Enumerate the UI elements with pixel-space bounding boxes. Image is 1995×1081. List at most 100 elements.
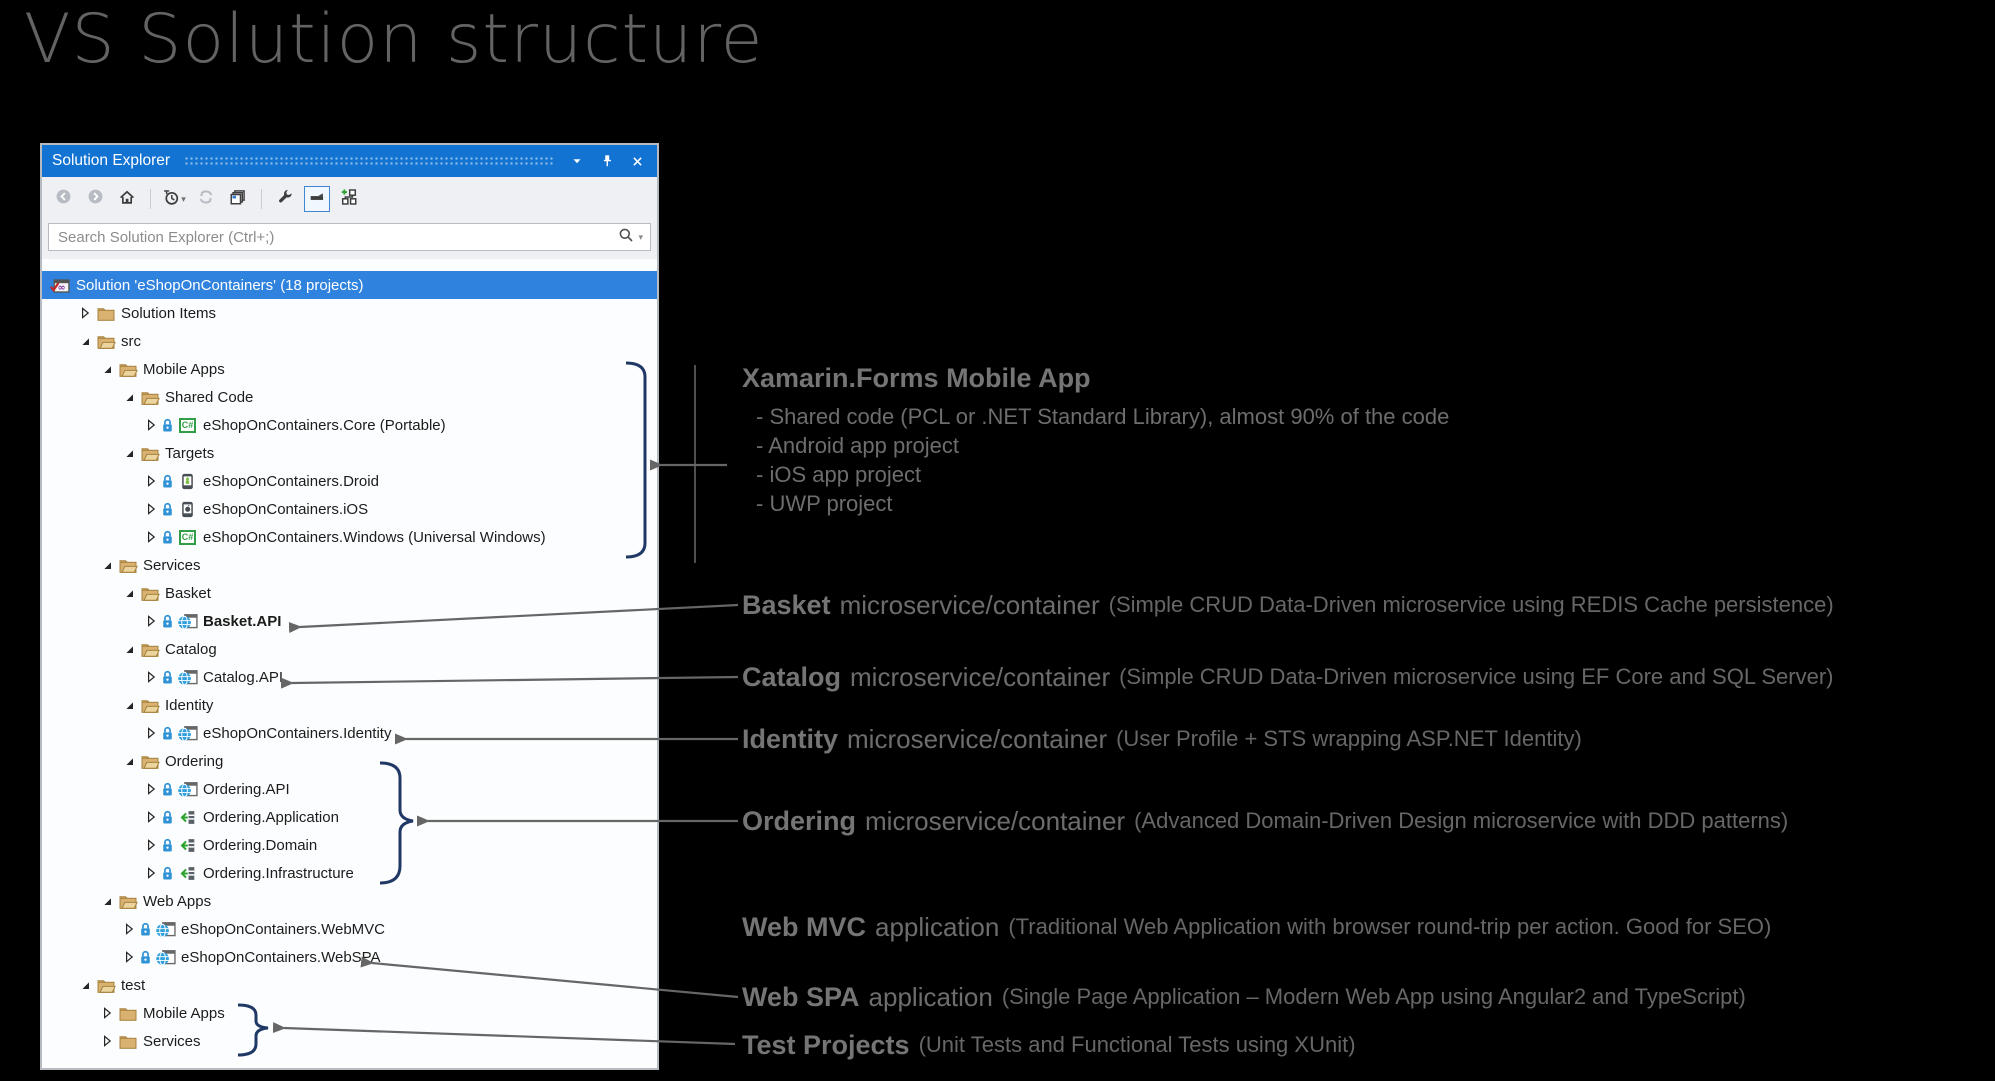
chevron-collapsed-icon[interactable] — [142, 613, 159, 629]
tree-item-catalog[interactable]: Catalog — [42, 635, 657, 663]
close-icon — [632, 156, 642, 166]
chevron-expanded-icon[interactable] — [120, 585, 137, 601]
tree-item-mobile-apps[interactable]: Mobile Apps — [42, 999, 657, 1027]
properties-button[interactable] — [272, 186, 298, 212]
web-icon — [175, 669, 200, 686]
callout-heading: Catalog — [742, 661, 842, 692]
lock-icon — [159, 614, 175, 629]
tree-item-test[interactable]: test — [42, 971, 657, 999]
tree-item-eshoponcontainers-droid[interactable]: eShopOnContainers.Droid — [42, 467, 657, 495]
home-button[interactable] — [114, 186, 140, 212]
callout-type: application — [875, 911, 1000, 942]
chevron-collapsed-icon[interactable] — [142, 781, 159, 797]
forward-button[interactable] — [82, 186, 108, 212]
chevron-expanded-icon[interactable] — [98, 557, 115, 573]
xamarin-bullet: - Android app project — [756, 433, 960, 458]
tree-item-services[interactable]: Services — [42, 551, 657, 579]
pending-changes-filter-button[interactable]: ▾ — [161, 186, 187, 212]
tree-item-ordering[interactable]: Ordering — [42, 747, 657, 775]
folder-open-icon — [115, 893, 140, 910]
tree-item-eshoponcontainers-webmvc[interactable]: eShopOnContainers.WebMVC — [42, 915, 657, 943]
chevron-collapsed-icon[interactable] — [142, 417, 159, 433]
solution-explorer-titlebar[interactable]: Solution Explorer — [42, 145, 657, 177]
tree-item-label: Catalog — [165, 640, 217, 658]
tree-item-web-apps[interactable]: Web Apps — [42, 887, 657, 915]
forward-icon — [87, 188, 104, 210]
folder-closed-icon — [93, 305, 118, 322]
sync-with-active-document-button[interactable] — [193, 186, 219, 212]
chevron-collapsed-icon[interactable] — [98, 1005, 115, 1021]
tree-item-ordering-application[interactable]: Ordering.Application — [42, 803, 657, 831]
window-position-button[interactable] — [567, 151, 587, 171]
chevron-expanded-icon[interactable] — [98, 893, 115, 909]
folder-closed-icon — [115, 1033, 140, 1050]
chevron-collapsed-icon[interactable] — [142, 837, 159, 853]
tree-item-label: Identity — [165, 696, 214, 714]
tree-item-eshoponcontainers-windows-universal-windows[interactable]: C#eShopOnContainers.Windows (Universal W… — [42, 523, 657, 551]
search-options-caret-icon[interactable]: ▾ — [638, 231, 643, 242]
chevron-expanded-icon[interactable] — [120, 697, 137, 713]
solution-explorer-toolbar: ▾ — [42, 177, 657, 221]
tree-item-shared-code[interactable]: Shared Code — [42, 383, 657, 411]
close-button[interactable] — [627, 151, 647, 171]
back-button[interactable] — [50, 186, 76, 212]
new-solution-explorer-view-button[interactable] — [336, 186, 362, 212]
pin-button[interactable] — [597, 151, 617, 171]
chevron-expanded-icon[interactable] — [120, 641, 137, 657]
tree-item-label: eShopOnContainers.Core (Portable) — [203, 416, 446, 434]
tree-item-targets[interactable]: Targets — [42, 439, 657, 467]
droid-icon — [175, 473, 200, 490]
chevron-collapsed-icon[interactable] — [120, 949, 137, 965]
tree-item-src[interactable]: src — [42, 327, 657, 355]
xamarin-bullet: - Shared code (PCL or .NET Standard Libr… — [756, 404, 1450, 429]
chevron-collapsed-icon[interactable] — [120, 921, 137, 937]
preview-selected-items-button[interactable] — [304, 186, 330, 212]
folder-open-icon — [137, 697, 162, 714]
chevron-collapsed-icon[interactable] — [142, 473, 159, 489]
tree-item-services[interactable]: Services — [42, 1027, 657, 1055]
chevron-collapsed-icon[interactable] — [98, 1033, 115, 1049]
classlib-icon — [175, 837, 200, 854]
chevron-collapsed-icon[interactable] — [142, 809, 159, 825]
chevron-collapsed-icon[interactable] — [142, 529, 159, 545]
chevron-collapsed-icon[interactable] — [76, 305, 93, 321]
tree-item-catalog-api[interactable]: Catalog.API — [42, 663, 657, 691]
tree-item-eshoponcontainers-identity[interactable]: eShopOnContainers.Identity — [42, 719, 657, 747]
tree-item-eshoponcontainers-webspa[interactable]: eShopOnContainers.WebSPA — [42, 943, 657, 971]
tree-item-label: eShopOnContainers.WebSPA — [181, 948, 381, 966]
tree-item-ordering-domain[interactable]: Ordering.Domain — [42, 831, 657, 859]
history-icon — [162, 188, 180, 211]
caret-down-icon — [573, 159, 581, 164]
lock-icon — [159, 810, 175, 825]
tree-item-eshoponcontainers-ios[interactable]: eShopOnContainers.iOS — [42, 495, 657, 523]
chevron-collapsed-icon[interactable] — [142, 865, 159, 881]
chevron-expanded-icon[interactable] — [120, 389, 137, 405]
tree-item-basket-api[interactable]: Basket.API — [42, 607, 657, 635]
search-box[interactable]: ▾ — [48, 223, 651, 251]
tree-item-label: Targets — [165, 444, 215, 462]
tree-item-label: eShopOnContainers.WebMVC — [181, 920, 385, 938]
chevron-collapsed-icon[interactable] — [142, 725, 159, 741]
tree-item-solution-items[interactable]: Solution Items — [42, 299, 657, 327]
tree-item-mobile-apps[interactable]: Mobile Apps — [42, 355, 657, 383]
tree-item-eshoponcontainers-core-portable[interactable]: C#eShopOnContainers.Core (Portable) — [42, 411, 657, 439]
callout-heading: Web MVC — [742, 911, 867, 942]
chevron-collapsed-icon[interactable] — [142, 669, 159, 685]
tree-item-ordering-infrastructure[interactable]: Ordering.Infrastructure — [42, 859, 657, 887]
chevron-collapsed-icon[interactable] — [142, 501, 159, 517]
search-icon[interactable] — [618, 227, 634, 248]
search-input[interactable] — [56, 227, 619, 247]
tree-item-label: Services — [143, 1032, 201, 1050]
tree-item-ordering-api[interactable]: Ordering.API — [42, 775, 657, 803]
tree-item-identity[interactable]: Identity — [42, 691, 657, 719]
tree-item-basket[interactable]: Basket — [42, 579, 657, 607]
chevron-expanded-icon[interactable] — [98, 361, 115, 377]
chevron-expanded-icon[interactable] — [76, 977, 93, 993]
chevron-expanded-icon[interactable] — [120, 753, 137, 769]
show-all-files-button[interactable] — [225, 186, 251, 212]
chevron-expanded-icon[interactable] — [76, 333, 93, 349]
chevron-expanded-icon[interactable] — [120, 445, 137, 461]
tree-item-solution-eshoponcontainers-18-projects[interactable]: ∞Solution 'eShopOnContainers' (18 projec… — [42, 271, 657, 299]
